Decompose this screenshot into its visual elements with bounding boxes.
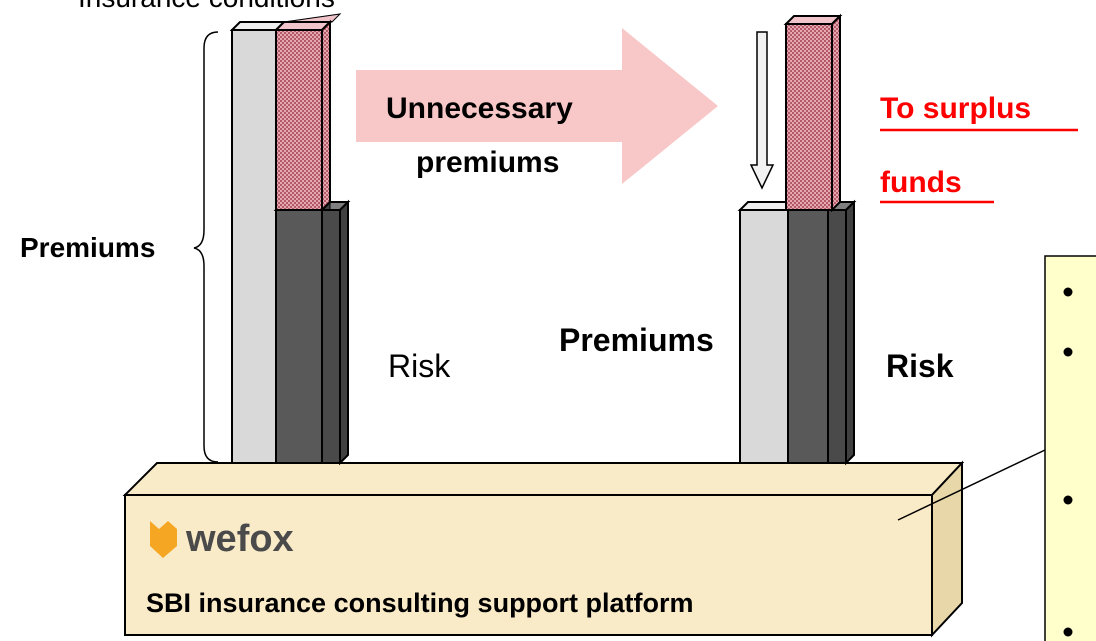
platform-block: [122, 460, 965, 638]
right-risk-label: Risk: [886, 348, 954, 384]
right-premiums-bar: [737, 201, 799, 464]
left-risk-label: Risk: [388, 348, 451, 384]
platform-title: SBI insurance consulting support platfor…: [146, 588, 694, 618]
left-risk-bar: [273, 199, 351, 466]
surplus-label-line1: To surplus: [880, 92, 1032, 125]
callout-bullet: [1063, 627, 1073, 637]
left-unnecessary-premium-bar: [273, 13, 342, 213]
left-premiums-label: Premiums: [20, 232, 156, 263]
callout-bullet: [1063, 495, 1073, 505]
wefox-brand-text: wefox: [186, 518, 294, 560]
arrow-label-line1: Unnecessary: [386, 92, 573, 125]
right-risk-bar: [785, 199, 857, 466]
unnecessary-premiums-arrow: [356, 28, 718, 184]
wefox-logo-icon: [150, 521, 177, 558]
surplus-label-line2: funds: [880, 166, 962, 199]
premiums-brace: [193, 31, 219, 463]
callout-box: [1044, 255, 1096, 641]
right-premiums-label: Premiums: [559, 322, 714, 358]
down-arrow-icon: [749, 31, 775, 190]
top-caption: Insurance conditions: [78, 0, 335, 14]
arrow-label-line2: premiums: [416, 146, 560, 179]
callout-bullet: [1063, 287, 1073, 297]
callout-bullet: [1063, 347, 1073, 357]
right-surplus-bar: [783, 13, 843, 213]
callout-leader-line: [897, 449, 1046, 521]
